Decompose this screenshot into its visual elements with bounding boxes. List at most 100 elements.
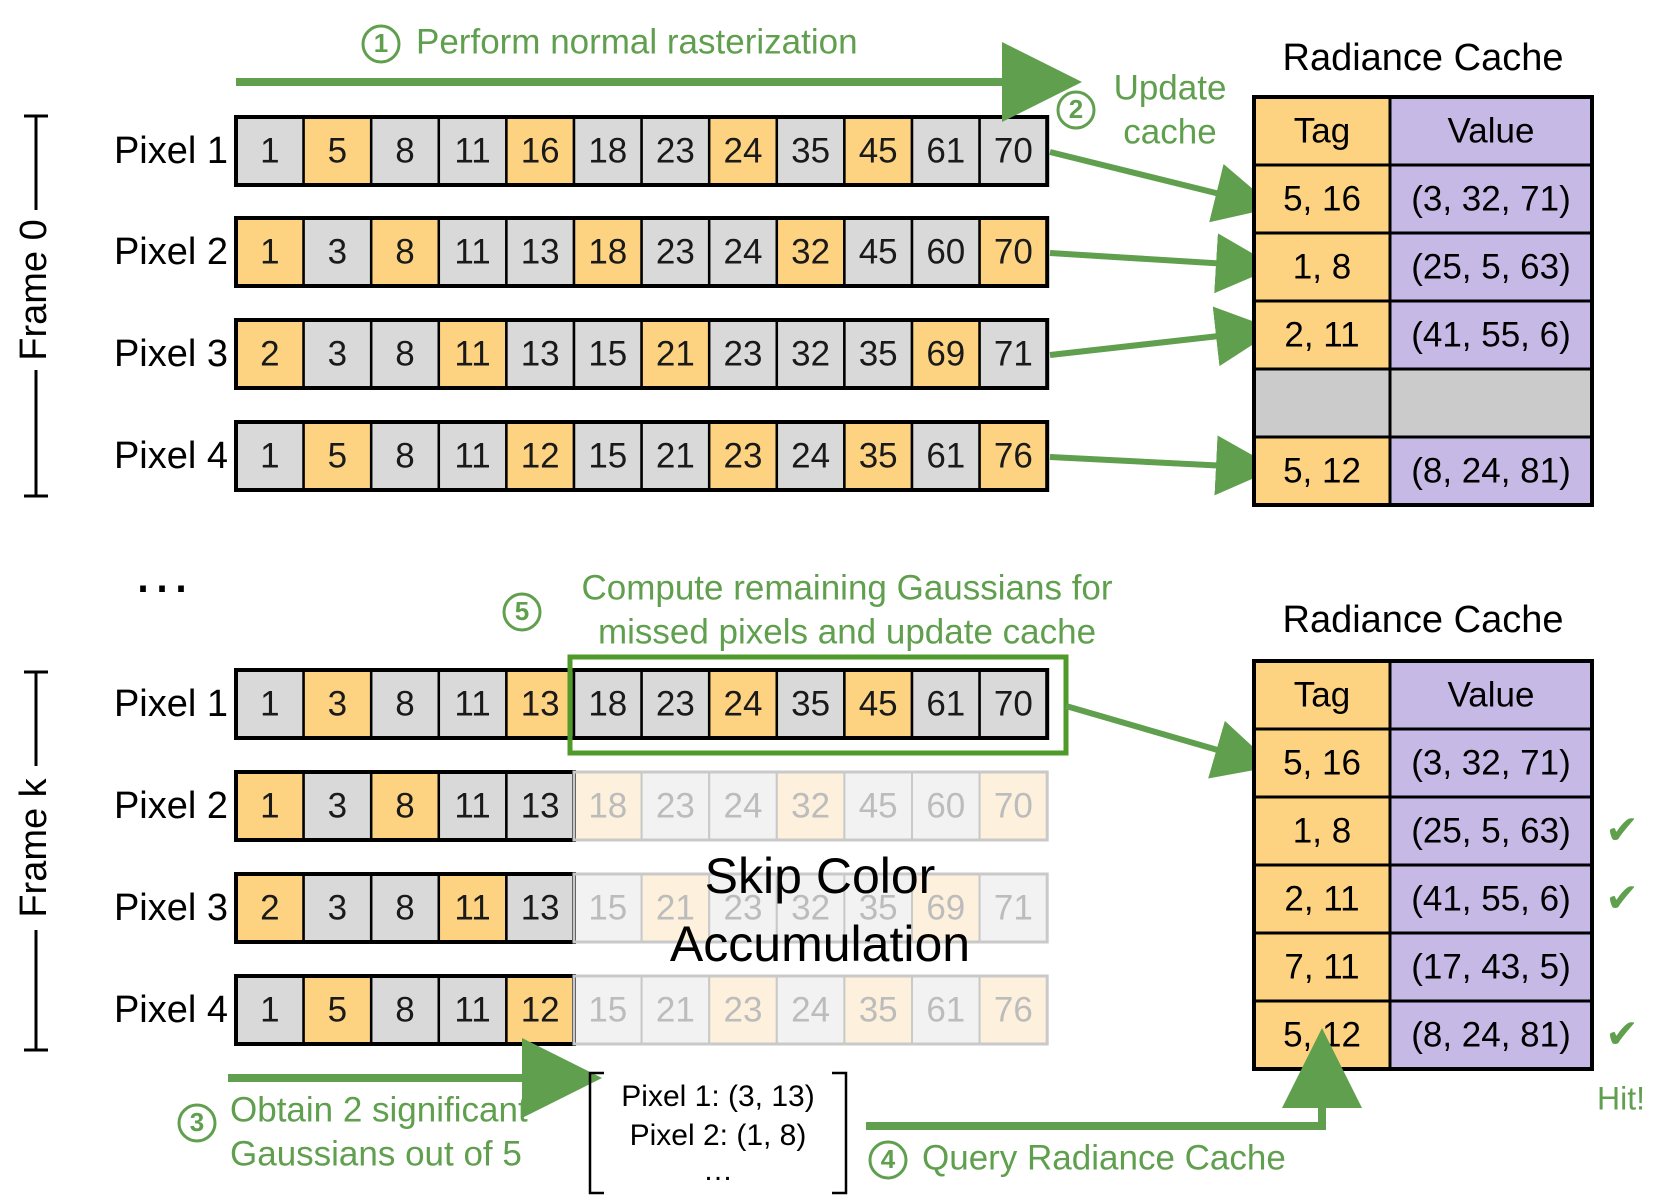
svg-text:21: 21 [656, 334, 695, 373]
frame0-pixel1-gaussian-cell: 61 [910, 115, 981, 187]
framek-pixel3-gaussian-cell: 69 [911, 873, 981, 943]
svg-text:23: 23 [724, 888, 763, 927]
svg-text:70: 70 [994, 232, 1033, 271]
step3-annotation: 3 Obtain 2 significant Gaussians out of … [177, 1038, 602, 1173]
svg-text:23: 23 [724, 334, 763, 373]
step2-line2: cache [1123, 112, 1216, 151]
frame0-pixel1-gaussian-cell: 18 [572, 115, 643, 187]
svg-text:8: 8 [395, 232, 414, 271]
step5-line2: missed pixels and update cache [598, 612, 1096, 651]
svg-text:11: 11 [454, 684, 490, 723]
update-arrow-pixel2 [1049, 233, 1276, 294]
svg-text:24: 24 [724, 786, 763, 825]
svg-text:61: 61 [926, 990, 965, 1029]
svg-text:11: 11 [454, 436, 490, 475]
frame0-pixel4-gaussian-cell: 61 [910, 420, 981, 492]
svg-text:5, 16: 5, 16 [1283, 743, 1361, 782]
frame0-pixel2-gaussian-cell: 11 [437, 216, 508, 288]
svg-text:(41, 55, 6): (41, 55, 6) [1411, 315, 1571, 354]
cache_top-header-row: Tag Value [1252, 95, 1594, 167]
step5-arrow [1065, 703, 1275, 779]
svg-text:8: 8 [395, 436, 414, 475]
svg-text:Tag: Tag [1294, 675, 1350, 714]
frame0-pixel2-gaussian-cell: 8 [369, 216, 441, 288]
svg-text:1: 1 [260, 990, 279, 1029]
svg-text:70: 70 [994, 131, 1033, 170]
frame0-pixel4-gaussian-cell: 24 [775, 420, 846, 492]
svg-text:2, 11: 2, 11 [1284, 315, 1359, 354]
framek-pixel4-gaussian-cell: 15 [573, 975, 643, 1045]
skip-line2: Accumulation [670, 916, 970, 972]
svg-text:Value: Value [1448, 111, 1535, 150]
step1-annotation: 1 Perform normal rasterization [236, 22, 1082, 122]
frame0-pixel3-gaussian-cell: 15 [572, 318, 643, 390]
query-list: Pixel 1: (3, 13) Pixel 2: (1, 8) … [588, 1071, 848, 1195]
framek-pixel1-gaussian-cell: 61 [910, 668, 981, 740]
svg-text:3: 3 [328, 888, 347, 927]
framek-pixel4-gaussian-cell: 1 [234, 974, 305, 1046]
svg-text:45: 45 [859, 684, 898, 723]
svg-text:5, 12: 5, 12 [1283, 451, 1361, 490]
query-line3: … [703, 1154, 733, 1187]
svg-text:(41, 55, 6): (41, 55, 6) [1411, 879, 1571, 918]
frame0-pixel3-gaussian-cell: 8 [369, 318, 441, 390]
framek-pixel-label-2: Pixel 2 [114, 785, 228, 827]
frame0-pixel1-gaussian-cell: 5 [302, 115, 373, 187]
step2-line1: Update [1114, 68, 1227, 107]
cache_bottom-outline [1252, 659, 1594, 1071]
svg-text:70: 70 [994, 684, 1033, 723]
svg-text:21: 21 [656, 990, 695, 1029]
step4-annotation: 4 Query Radiance Cache [866, 1028, 1362, 1180]
frame0-bracket [24, 114, 48, 498]
frame0-pixel3-gaussian-cell: 35 [843, 318, 914, 390]
frame0-pixel4-gaussian-cell: 11 [437, 420, 508, 492]
frame0-pixel2-row-outline [234, 216, 1050, 288]
frame0-pixel2-gaussian-cell: 3 [302, 216, 373, 288]
svg-text:8: 8 [395, 131, 414, 170]
frame0-pixel2-gaussian-cell: 32 [775, 216, 846, 288]
step3-badge [177, 1103, 217, 1143]
svg-text:69: 69 [926, 888, 965, 927]
svg-text:35: 35 [859, 436, 898, 475]
framek-bracket [24, 670, 48, 1052]
frame0-pixel1-gaussian-cell: 35 [775, 115, 846, 187]
svg-text:76: 76 [994, 990, 1033, 1029]
framek-pixel4-gaussian-cell: 76 [978, 975, 1049, 1045]
svg-text:Tag: Tag [1294, 111, 1350, 150]
frames-ellipsis: … [132, 538, 192, 605]
svg-text:11: 11 [454, 888, 490, 927]
cache_bottom-entry-row: 5, 16(3, 32, 71) [1252, 727, 1594, 799]
svg-text:15: 15 [588, 888, 627, 927]
step1-text: Perform normal rasterization [416, 22, 858, 61]
frame0-pixel2-gaussian-cell: 18 [572, 216, 643, 288]
step5-badge [502, 592, 542, 632]
frame0-pixel-label-1: Pixel 1 [114, 130, 228, 172]
svg-text:1, 8: 1, 8 [1293, 247, 1351, 286]
step3-line2: Gaussians out of 5 [230, 1134, 522, 1173]
svg-text:5: 5 [328, 990, 347, 1029]
step5-number: 5 [515, 596, 529, 626]
svg-text:5, 16: 5, 16 [1283, 179, 1361, 218]
svg-text:23: 23 [656, 131, 695, 170]
frame0-label: Frame 0 [13, 219, 55, 360]
frame0-pixel4-gaussian-cell: 35 [843, 420, 914, 492]
step2-number: 2 [1069, 94, 1083, 124]
step5-annotation: 5 Compute remaining Gaussians for missed… [502, 568, 1275, 779]
query-bracket-left [588, 1071, 604, 1195]
svg-text:1: 1 [260, 786, 279, 825]
frame0-pixel3-gaussian-cell: 69 [910, 318, 981, 390]
svg-text:45: 45 [859, 786, 898, 825]
svg-text:23: 23 [656, 786, 695, 825]
framek-pixel3-gaussian-cell: 23 [708, 873, 778, 943]
frame0-pixel-label-2: Pixel 2 [114, 231, 228, 273]
frame0-pixel2-gaussian-cell: 45 [843, 216, 914, 288]
framek-pixel1-gaussian-cell: 35 [775, 668, 846, 740]
cache_top-entry-row: 5, 12(8, 24, 81) [1252, 435, 1594, 507]
frame0-pixel2-gaussian-cell: 60 [910, 216, 981, 288]
frame0-pixel4-gaussian-cell: 15 [572, 420, 643, 492]
svg-text:35: 35 [791, 131, 830, 170]
svg-text:24: 24 [724, 131, 763, 170]
frame0-pixel4-gaussian-cell: 21 [640, 420, 711, 492]
cache-hit-check-icon: ✔ [1605, 877, 1639, 921]
svg-text:76: 76 [994, 436, 1033, 475]
